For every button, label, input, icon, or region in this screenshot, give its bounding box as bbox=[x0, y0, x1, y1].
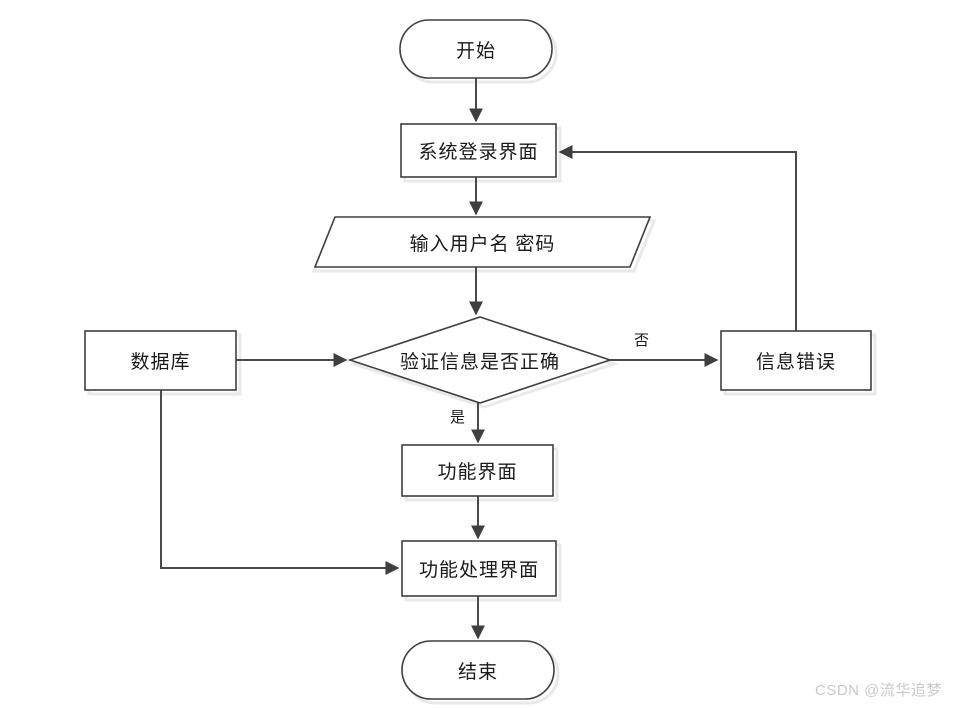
node-input-shape bbox=[313, 216, 652, 268]
node-verify-shape bbox=[347, 316, 613, 404]
node-database-shape bbox=[84, 330, 237, 391]
edge-error-to-login bbox=[558, 145, 797, 331]
node-start-shape bbox=[399, 19, 553, 79]
node-end-shape bbox=[401, 640, 555, 700]
node-processing-shape bbox=[401, 540, 557, 597]
node-error-shape bbox=[720, 330, 872, 391]
node-outlines bbox=[84, 19, 872, 700]
node-function-shape bbox=[401, 444, 554, 497]
csdn-watermark: CSDN @流华追梦 bbox=[815, 682, 942, 699]
flow-connectors bbox=[160, 78, 797, 640]
edge-label-no: 否 bbox=[634, 333, 650, 349]
edge-label-yes: 是 bbox=[450, 410, 466, 426]
edge-database-to-processing bbox=[160, 390, 400, 575]
node-login-shape bbox=[400, 123, 557, 178]
